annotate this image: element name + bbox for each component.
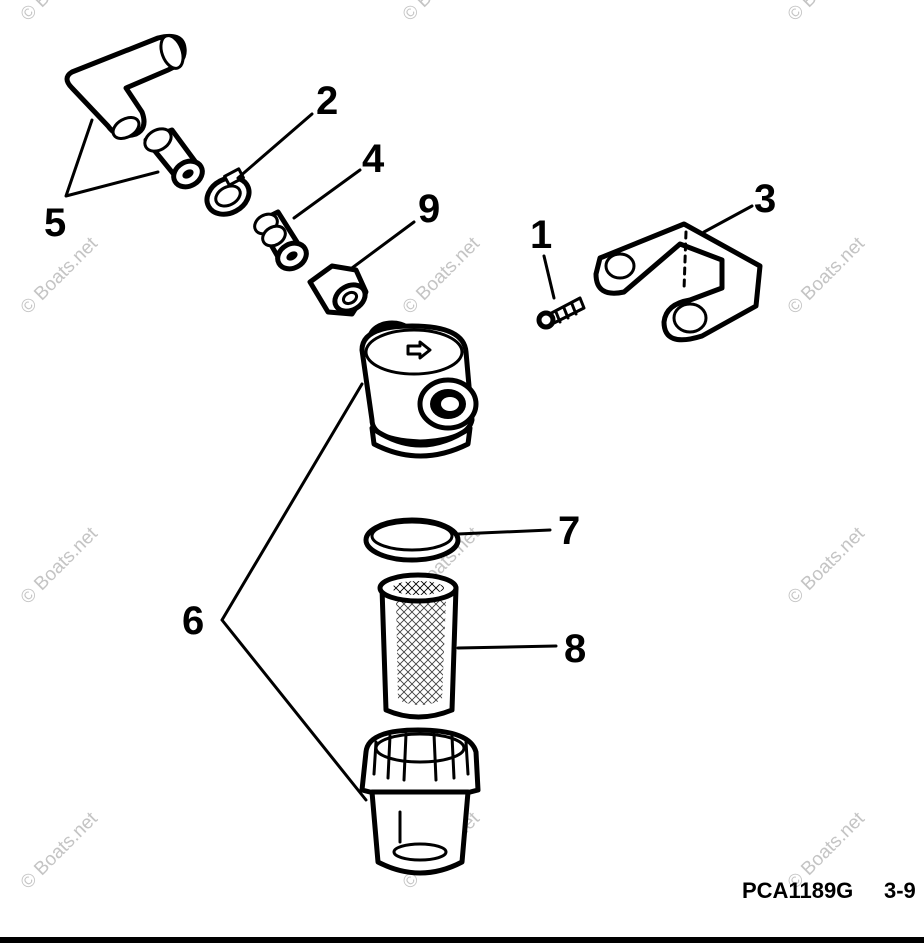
figure-code: PCA1189G (742, 878, 853, 903)
footer: PCA1189G 3-9 (0, 878, 924, 943)
callout-7: 7 (558, 509, 580, 553)
leader-2 (236, 112, 314, 180)
watermark: © Boats.net (399, 0, 485, 26)
watermark: © Boats.net (784, 523, 870, 609)
leader-1 (542, 254, 556, 300)
leader-4 (292, 168, 362, 220)
watermark: © Boats.net (17, 523, 103, 609)
part-9-hex-fitting (307, 263, 369, 317)
leader-5 (64, 118, 160, 198)
page-number: 3-9 (884, 878, 916, 903)
watermark: © Boats.net (17, 233, 103, 319)
part-5-straight-hose (143, 127, 205, 190)
leader-3 (702, 204, 754, 234)
callouts: 1 2 3 4 5 6 7 8 9 (44, 79, 776, 671)
callout-3: 3 (754, 177, 776, 221)
callout-4: 4 (362, 137, 385, 181)
callout-1: 1 (530, 213, 552, 257)
callout-5: 5 (44, 201, 66, 245)
leader-8 (456, 644, 558, 650)
part-2-hose-clamp (204, 167, 252, 217)
callout-8: 8 (564, 627, 586, 671)
leader-lines (64, 112, 754, 802)
leader-7 (456, 528, 552, 536)
callout-2: 2 (316, 79, 338, 123)
callout-9: 9 (418, 187, 440, 231)
callout-6: 6 (182, 599, 204, 643)
part-7-o-ring (363, 517, 461, 563)
watermark: © Boats.net (17, 808, 103, 894)
part-6-filter-head (359, 320, 479, 459)
part-5-elbow-hose (64, 33, 187, 140)
watermark: © Boats.net (784, 0, 870, 26)
leader-9 (350, 220, 416, 270)
watermark: © Boats.net (399, 233, 485, 319)
part-3-bracket (593, 221, 763, 343)
watermark: © Boats.net (17, 0, 103, 26)
part-8-filter-element (377, 572, 459, 720)
part-4-barb-fitting (253, 209, 309, 272)
part-6-filter-bowl (359, 727, 481, 876)
bottom-rule (0, 937, 924, 943)
part-1-screw (536, 296, 586, 330)
leader-6 (220, 382, 368, 802)
watermark: © Boats.net (784, 233, 870, 319)
